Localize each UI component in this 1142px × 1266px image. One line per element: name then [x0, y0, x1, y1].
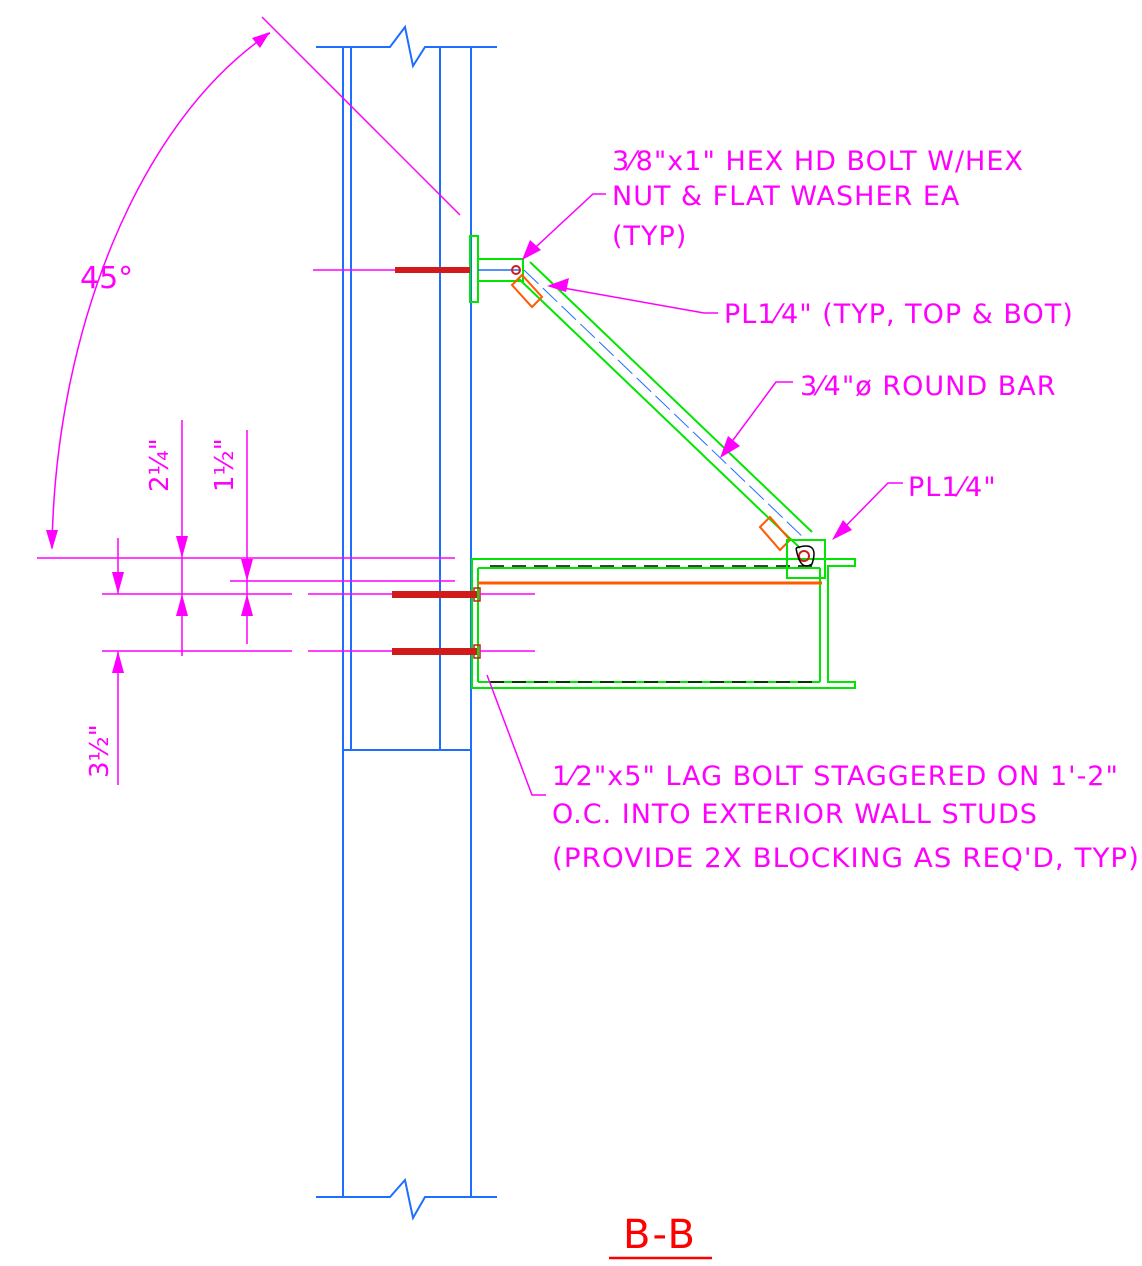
hex-bolt-top [511, 265, 521, 275]
dimension-arrows [46, 32, 270, 673]
callout-round-bar: 3⁄4"ø ROUND BAR [800, 371, 1056, 402]
dimension-angle: 45° [80, 261, 133, 296]
leader-arrows [522, 240, 852, 540]
break-line-top [316, 24, 497, 69]
callout-hex-bolt-line-2: NUT & FLAT WASHER EA [612, 181, 960, 212]
dimension-1-half: 1½" [210, 438, 240, 492]
round-bar [517, 261, 813, 549]
hidden-lines [490, 565, 818, 683]
lag-bolt-2 [308, 644, 535, 659]
callout-plate-top: PL1⁄4" (TYP, TOP & BOT) [724, 299, 1074, 330]
callout-lag-bolt-line-3: (PROVIDE 2X BLOCKING AS REQ'D, TYP) [552, 843, 1140, 874]
callout-hex-bolt-line-3: (TYP) [612, 221, 687, 252]
leader-lines [486, 193, 903, 796]
callout-plate-bottom: PL1⁄4" [908, 472, 997, 503]
callout-lag-bolt-line-1: 1⁄2"x5" LAG BOLT STAGGERED ON 1'-2" [552, 761, 1119, 792]
break-line-bottom [316, 1177, 497, 1221]
top-bracket [469, 235, 524, 303]
hex-bolt-bottom [798, 550, 810, 562]
bottom-bracket [786, 539, 826, 579]
lag-screw-top [313, 267, 470, 273]
wall-section [316, 24, 497, 1221]
section-title: B-B [623, 1212, 697, 1258]
pin-loop [795, 545, 815, 567]
dimension-3-half: 3½" [85, 724, 115, 778]
dimension-lines [37, 16, 461, 785]
lag-bolt-1 [308, 587, 535, 602]
dimension-2-quarter: 2¼" [145, 438, 175, 492]
callout-lag-bolt-line-2: O.C. INTO EXTERIOR WALL STUDS [552, 799, 1038, 830]
callout-hex-bolt-line-1: 3⁄8"x1" HEX HD BOLT W/HEX [612, 146, 1024, 177]
